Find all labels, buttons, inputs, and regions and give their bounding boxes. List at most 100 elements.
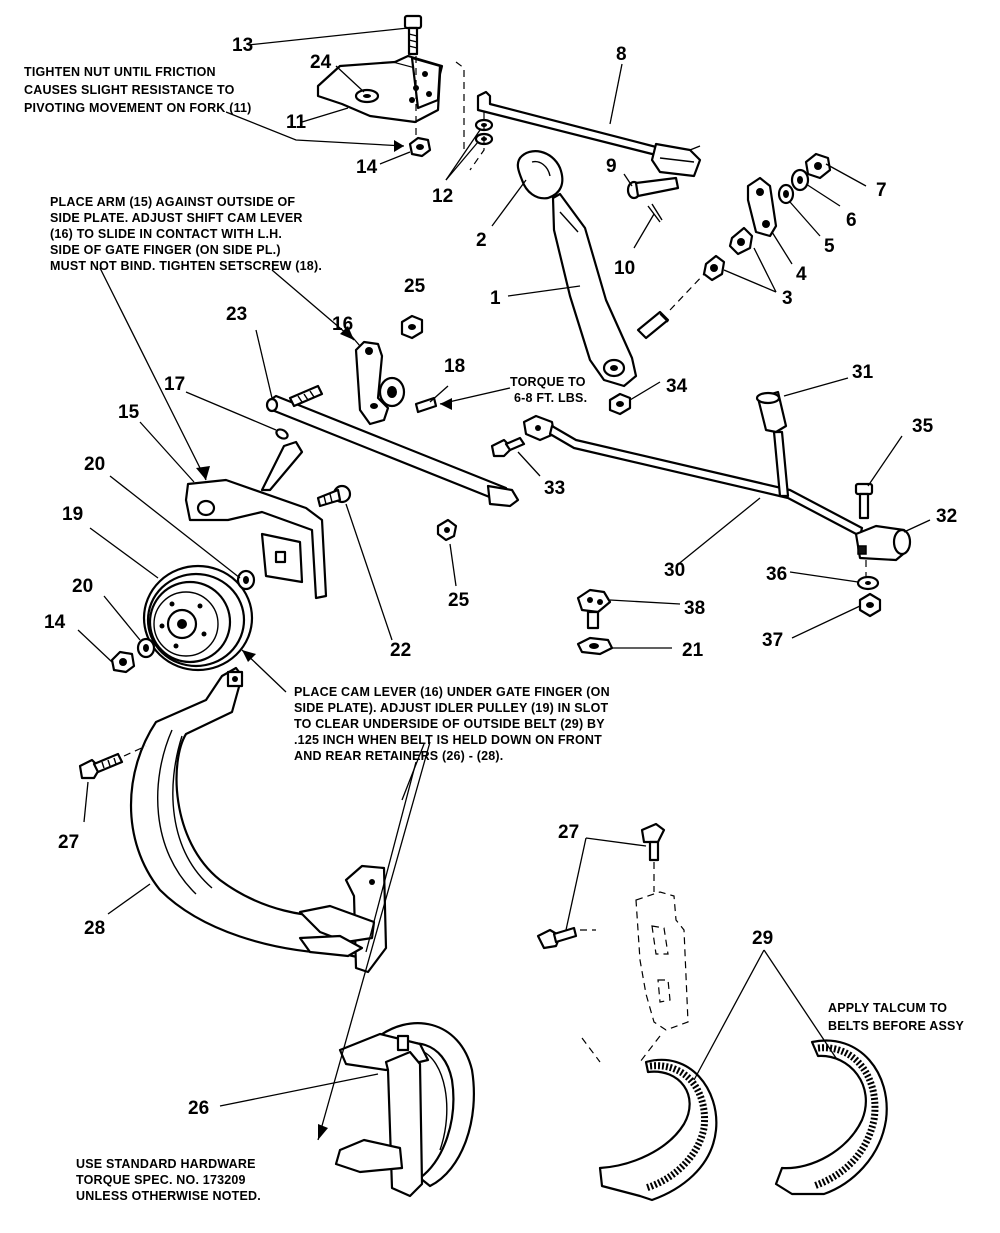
callout-17: 17 <box>164 374 185 395</box>
bolt-22 <box>316 484 352 508</box>
callout-4: 4 <box>796 264 807 285</box>
callout-16: 16 <box>332 314 353 335</box>
callout-6: 6 <box>846 210 857 231</box>
callout-29: 29 <box>752 928 773 949</box>
callout-27-right: 27 <box>558 822 579 843</box>
bolt-27-left <box>78 752 124 780</box>
bushings-3 <box>702 226 754 282</box>
fork-bracket-assembly <box>316 14 494 171</box>
knob-31 <box>755 390 788 434</box>
note-torque: TORQUE TO 6-8 FT. LBS. <box>510 375 587 405</box>
callout-18: 18 <box>444 356 465 377</box>
callout-21: 21 <box>682 640 704 661</box>
callout-28: 28 <box>84 918 105 939</box>
callout-5: 5 <box>824 236 835 257</box>
bolt-33 <box>490 436 526 458</box>
callout-37: 37 <box>762 630 783 651</box>
svg-text:BELTS BEFORE ASSY: BELTS BEFORE ASSY <box>828 1019 965 1033</box>
callout-22: 22 <box>390 640 411 661</box>
callout-38: 38 <box>684 598 705 619</box>
callout-12: 12 <box>432 186 453 207</box>
callout-23: 23 <box>226 304 247 325</box>
washer-20-right <box>236 569 256 591</box>
nut-25-lower <box>436 518 458 542</box>
callout-24: 24 <box>310 52 332 73</box>
callout-36: 36 <box>766 564 787 585</box>
callout-14-top: 14 <box>356 157 378 178</box>
bracket-27-dashed <box>536 822 689 1063</box>
washer-5 <box>777 183 795 205</box>
retainer-28 <box>129 666 388 974</box>
svg-text:AND REAR RETAINERS (26) - (28): AND REAR RETAINERS (26) - (28). <box>294 749 503 763</box>
callout-31: 31 <box>852 362 874 383</box>
shift-lever-1 <box>551 192 670 388</box>
bolt-13 <box>403 14 423 56</box>
callout-14-left: 14 <box>44 612 66 633</box>
cam-lever-16 <box>354 340 406 426</box>
callout-20-bottom: 20 <box>72 576 93 597</box>
note-talcum: APPLY TALCUM TO BELTS BEFORE ASSY <box>828 1001 965 1033</box>
callout-1: 1 <box>490 288 501 309</box>
svg-text:6-8 FT. LBS.: 6-8 FT. LBS. <box>514 391 587 405</box>
nut-34 <box>608 392 632 416</box>
nut-21 <box>576 636 614 656</box>
callout-33: 33 <box>544 478 565 499</box>
callout-35: 35 <box>912 416 934 437</box>
svg-text:(16) TO SLIDE IN CONTACT WITH: (16) TO SLIDE IN CONTACT WITH L.H. <box>50 227 282 241</box>
svg-text:.125 INCH WHEN BELT IS HELD DO: .125 INCH WHEN BELT IS HELD DOWN ON FRON… <box>294 733 602 747</box>
svg-text:PLACE ARM (15) AGAINST OUTSIDE: PLACE ARM (15) AGAINST OUTSIDE OF <box>50 195 295 209</box>
note-friction: TIGHTEN NUT UNTIL FRICTION CAUSES SLIGHT… <box>24 65 251 115</box>
callout-26: 26 <box>188 1098 209 1119</box>
svg-text:PLACE CAM LEVER (16) UNDER GAT: PLACE CAM LEVER (16) UNDER GATE FINGER (… <box>294 685 610 699</box>
callout-30: 30 <box>664 560 685 581</box>
retainer-26 <box>334 1022 475 1198</box>
svg-text:CAUSES SLIGHT RESISTANCE TO: CAUSES SLIGHT RESISTANCE TO <box>24 83 235 97</box>
callout-2: 2 <box>476 230 487 251</box>
idler-pulley-19 <box>142 564 254 672</box>
nut-14-left <box>110 650 136 674</box>
svg-text:TORQUE TO: TORQUE TO <box>510 375 586 389</box>
callout-numbers: 13 24 11 14 8 12 9 2 10 7 6 5 4 3 1 25 2… <box>44 35 957 1119</box>
shift-rod-8 <box>476 90 702 178</box>
svg-text:USE STANDARD HARDWARE: USE STANDARD HARDWARE <box>76 1157 256 1171</box>
svg-text:SIDE PLATE. ADJUST SHIFT CAM: SIDE PLATE. ADJUST SHIFT CAM LEVER <box>50 211 303 225</box>
callout-25-top: 25 <box>404 276 426 297</box>
clamp-32 <box>854 524 912 562</box>
callout-9: 9 <box>606 156 617 177</box>
svg-text:SIDE OF GATE FINGER (ON SIDE P: SIDE OF GATE FINGER (ON SIDE PL.) <box>50 243 281 257</box>
callout-10: 10 <box>614 258 635 279</box>
arm-15 <box>184 440 328 600</box>
callout-25-bottom: 25 <box>448 590 470 611</box>
callout-8: 8 <box>616 44 627 65</box>
clevis-pin-9 <box>626 176 680 200</box>
washer-6 <box>790 168 810 192</box>
washer-36 <box>856 575 880 591</box>
pin-17 <box>275 428 289 440</box>
svg-text:SIDE PLATE). ADJUST IDLER PUL: SIDE PLATE). ADJUST IDLER PULLEY (19) IN… <box>294 701 609 715</box>
callout-15: 15 <box>118 402 140 423</box>
callout-27-left: 27 <box>58 832 79 853</box>
callout-32: 32 <box>936 506 957 527</box>
callout-3: 3 <box>782 288 793 309</box>
nut-37 <box>858 592 882 618</box>
note-arm: PLACE ARM (15) AGAINST OUTSIDE OF SIDE P… <box>50 195 322 273</box>
rod-30 <box>522 414 864 538</box>
callout-11: 11 <box>286 112 307 133</box>
plate-4 <box>746 176 778 238</box>
bolt-23 <box>288 384 324 408</box>
nut-25-top <box>400 314 424 340</box>
switch-38 <box>576 588 612 630</box>
callout-13: 13 <box>232 35 253 56</box>
nut-14-top <box>408 136 432 158</box>
svg-text:UNLESS OTHERWISE NOTED.: UNLESS OTHERWISE NOTED. <box>76 1189 261 1203</box>
callout-34: 34 <box>666 376 688 397</box>
callout-19: 19 <box>62 504 83 525</box>
belt-29-right <box>774 1039 888 1196</box>
shaft-23 <box>265 394 520 508</box>
svg-text:TORQUE SPEC. NO. 173209: TORQUE SPEC. NO. 173209 <box>76 1173 246 1187</box>
svg-text:MUST NOT BIND. TIGHTEN SETSCR: MUST NOT BIND. TIGHTEN SETSCREW (18). <box>50 259 322 273</box>
bolt-35 <box>854 482 874 520</box>
nut-7 <box>804 152 832 180</box>
